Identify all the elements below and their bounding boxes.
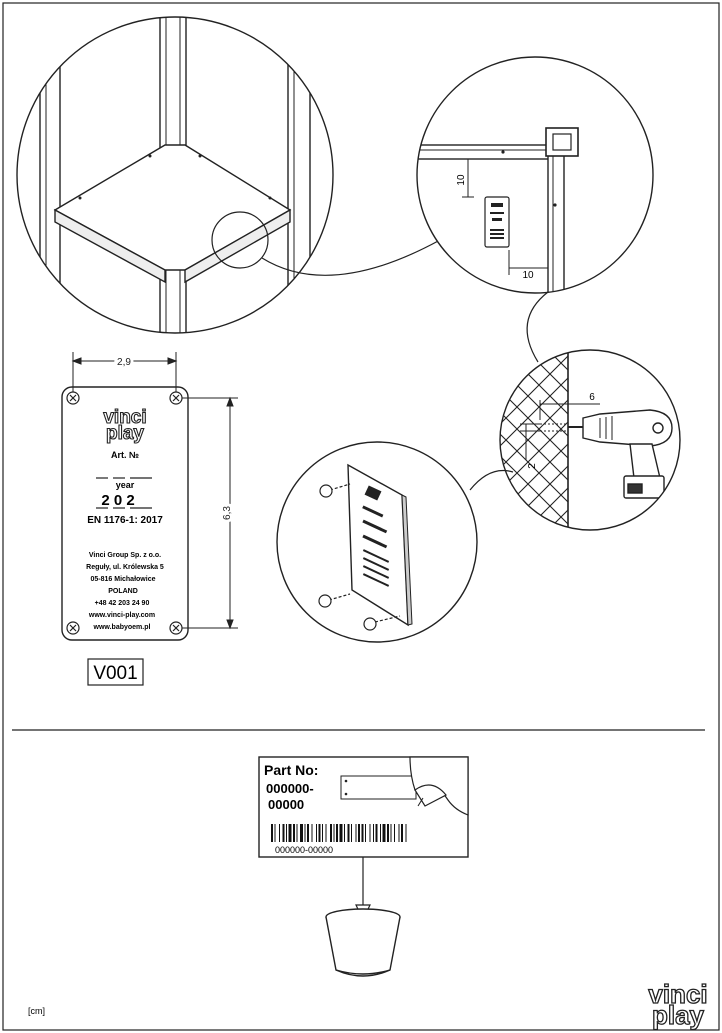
detail-circle-plate-position — [416, 56, 654, 294]
barcode-bar — [401, 824, 403, 842]
barcode-bar — [282, 824, 285, 842]
dim-plate-height: 6,3 — [222, 506, 233, 520]
barcode-bar — [375, 824, 378, 842]
barcode-bar — [405, 824, 407, 842]
plate-year-label: year — [116, 480, 135, 490]
detail-screwing-plate — [277, 442, 477, 642]
barcode-bar — [322, 824, 323, 842]
dim-drill-diameter: 2 — [527, 463, 538, 469]
plate-brand-line1: vinci — [103, 407, 146, 428]
detail-plate-position: 10 10 — [417, 57, 653, 293]
barcode-bar — [271, 824, 273, 842]
part-label-title: Part No: — [264, 762, 318, 778]
plate-street: Reguły, ul. Królewska 5 — [86, 564, 164, 571]
footer-logo-line2: play — [652, 1000, 705, 1030]
screw-icons — [318, 483, 401, 631]
barcode-bar — [311, 824, 313, 842]
barcode-bar — [307, 824, 309, 842]
detail-frame-corner — [17, 17, 333, 333]
barcode — [271, 824, 407, 842]
barcode-bar — [398, 824, 400, 842]
detail-drilling: 6 2 — [500, 350, 680, 530]
barcode-bar — [304, 824, 306, 842]
dim-offset-vertical: 10 — [456, 174, 467, 186]
model-code-box — [87, 658, 144, 686]
barcode-bar — [286, 824, 287, 842]
plate-technical-drawing: 2,9 6,3 vinci play Art. № year 2 0 2 EN … — [61, 352, 238, 641]
part-label-number-2: 00000 — [268, 797, 304, 812]
barcode-bar — [300, 824, 303, 842]
barcode-bar — [361, 824, 364, 842]
dim-drill-depth: 6 — [589, 392, 595, 403]
model-code: V001 — [93, 663, 137, 684]
barcode-bar — [351, 824, 352, 842]
barcode-bar — [296, 824, 298, 842]
plate-web1: www.vinci-play.com — [88, 612, 155, 619]
barcode-text: 000000-00000 — [275, 845, 333, 855]
detail-circle-frame — [16, 16, 334, 334]
callout-line-1 — [261, 239, 441, 276]
barcode-bar — [333, 824, 335, 842]
plate-city: 05-816 Michałowice — [91, 576, 156, 583]
plate-phone: +48 42 203 24 90 — [95, 600, 150, 607]
barcode-bar — [274, 824, 276, 842]
barcode-bar — [394, 824, 395, 842]
barcode-bar — [387, 824, 389, 842]
barcode-bar — [373, 824, 374, 842]
drill-icon — [582, 409, 673, 499]
detail-circle-screwing — [276, 441, 478, 643]
barcode-bar — [347, 824, 350, 842]
barcode-bar — [279, 824, 280, 842]
plate-country: POLAND — [108, 588, 138, 595]
barcode-bar — [390, 824, 392, 842]
barcode-bar — [288, 824, 292, 842]
barcode-bar — [355, 824, 357, 842]
barcode-bar — [336, 824, 338, 842]
trash-bin-icon — [325, 908, 401, 977]
barcode-bar — [369, 824, 371, 842]
barcode-bar — [382, 824, 386, 842]
barcode-bar — [365, 824, 366, 842]
plate-web2: www.babyoem.pl — [93, 624, 151, 631]
units-label: [cm] — [28, 1006, 45, 1016]
plate-brand-line2: play — [106, 423, 144, 444]
barcode-bar — [330, 824, 332, 842]
barcode-bar — [358, 824, 360, 842]
footer-logo-line1: vinci — [648, 979, 707, 1009]
dim-offset-horizontal: 10 — [522, 270, 534, 281]
part-label-number-1: 000000- — [266, 781, 314, 796]
plate-art-label: Art. № — [111, 450, 139, 460]
callout-line-3 — [469, 469, 514, 491]
plate-company: Vinci Group Sp. z o.o. — [89, 552, 161, 559]
barcode-bar — [293, 824, 295, 842]
plate-year-value: 2 0 2 — [101, 492, 134, 509]
dim-plate-width: 2,9 — [117, 357, 131, 368]
barcode-bar — [316, 824, 317, 842]
barcode-bar — [380, 824, 381, 842]
plate-standard: EN 1176-1: 2017 — [87, 515, 163, 526]
callout-line-2 — [526, 291, 549, 363]
detail-circle-drilling — [499, 349, 681, 531]
barcode-bar — [318, 824, 321, 842]
plate-outline — [61, 386, 189, 641]
barcode-bar — [339, 824, 343, 842]
part-label-sticker: Part No: 000000- 00000 000000-00000 — [258, 756, 469, 858]
barcode-bar — [325, 824, 327, 842]
barcode-bar — [344, 824, 345, 842]
